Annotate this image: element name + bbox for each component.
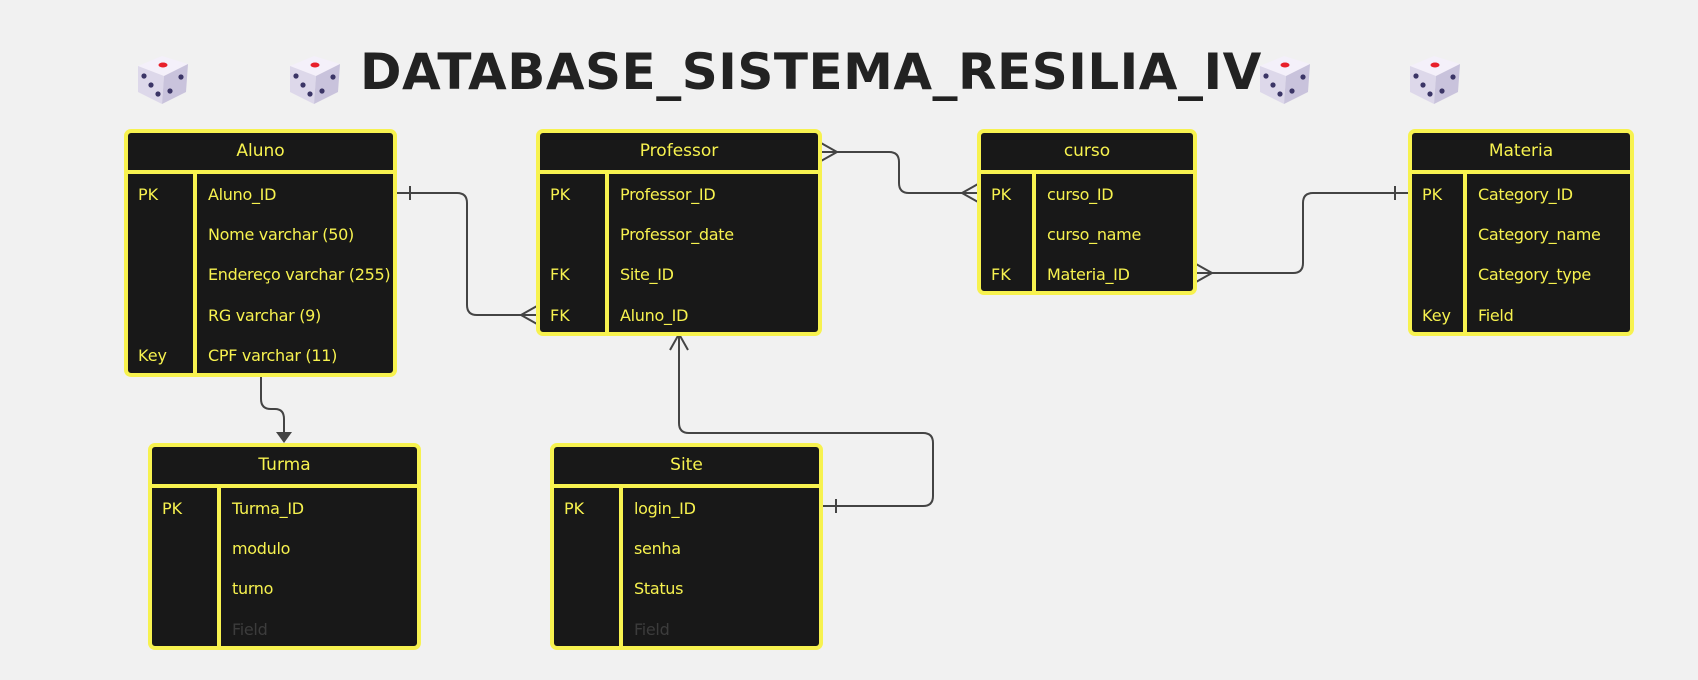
field-name: Status	[634, 579, 684, 599]
key-label: FK	[991, 265, 1011, 285]
field-name: Aluno_ID	[620, 305, 689, 325]
game-die-icon	[1260, 56, 1310, 104]
table-row[interactable]: senha	[554, 528, 819, 568]
connector-professor-site	[678, 334, 934, 507]
connector-aluno-professor	[396, 192, 537, 316]
table-row[interactable]: Status	[554, 569, 819, 609]
column-divider	[193, 174, 197, 373]
table-row[interactable]: FK Aluno_ID	[540, 295, 818, 332]
table-row[interactable]: FK Materia_ID	[981, 255, 1193, 291]
key-label: Key	[138, 346, 168, 366]
field-name: Turma_ID	[232, 498, 304, 518]
table-row[interactable]: PK Turma_ID	[152, 488, 417, 528]
field-name: Field	[1478, 305, 1514, 325]
key-label: PK	[138, 184, 159, 204]
page-title: DATABASE_SISTEMA_RESILIA_IV	[360, 43, 1262, 101]
field-name: Category_type	[1478, 265, 1591, 285]
placeholder-field: Field	[232, 619, 268, 639]
table-row[interactable]: PK login_ID	[554, 488, 819, 528]
entity-curso[interactable]: curso PK curso_ID curso_name FK Materia_ID	[977, 129, 1197, 295]
many-marker	[959, 183, 979, 203]
key-label: FK	[550, 265, 570, 285]
table-row[interactable]: RG varchar (9)	[128, 295, 393, 335]
table-row[interactable]: turno	[152, 569, 417, 609]
field-name: Nome varchar (50)	[208, 225, 354, 245]
table-row[interactable]: Field	[554, 609, 819, 646]
field-name: modulo	[232, 539, 291, 559]
entity-site[interactable]: Site PK login_ID senha Status Field	[550, 443, 823, 650]
column-divider	[1032, 174, 1036, 291]
table-row[interactable]: Professor_date	[540, 214, 818, 254]
key-label: Key	[1422, 305, 1452, 325]
table-row[interactable]: curso_name	[981, 214, 1193, 254]
table-row[interactable]: modulo	[152, 528, 417, 568]
entity-title: curso	[981, 133, 1193, 174]
table-row[interactable]: Category_name	[1412, 214, 1630, 254]
key-label: PK	[550, 184, 571, 204]
connector-aluno-turma	[260, 376, 285, 437]
field-name: Professor_date	[620, 225, 734, 245]
field-name: RG varchar (9)	[208, 305, 321, 325]
entity-turma[interactable]: Turma PK Turma_ID modulo turno Field	[148, 443, 421, 650]
field-name: curso_ID	[1047, 184, 1114, 204]
connector-professor-curso	[821, 151, 978, 194]
table-row[interactable]: Key CPF varchar (11)	[128, 336, 393, 373]
game-die-icon	[138, 56, 188, 104]
placeholder-field: Field	[634, 619, 670, 639]
key-label: PK	[991, 184, 1012, 204]
many-marker	[518, 305, 538, 325]
field-name: Materia_ID	[1047, 265, 1130, 285]
column-divider	[217, 488, 221, 646]
game-die-icon	[290, 56, 340, 104]
key-label: PK	[564, 498, 585, 518]
arrowhead	[276, 432, 292, 443]
field-name: curso_name	[1047, 225, 1142, 245]
key-label: FK	[550, 305, 570, 325]
many-marker	[1195, 263, 1215, 283]
entity-title: Materia	[1412, 133, 1630, 174]
table-row[interactable]: PK Aluno_ID	[128, 174, 393, 214]
field-name: turno	[232, 579, 274, 599]
title-row: DATABASE_SISTEMA_RESILIA_IV	[0, 40, 1698, 120]
table-row[interactable]: FK Site_ID	[540, 255, 818, 295]
table-row[interactable]: Field	[152, 609, 417, 646]
game-die-icon	[1410, 56, 1460, 104]
entity-materia[interactable]: Materia PK Category_ID Category_name Cate…	[1408, 129, 1634, 336]
connector-curso-materia	[1196, 192, 1408, 274]
entity-title: Turma	[152, 447, 417, 488]
field-name: Category_ID	[1478, 184, 1573, 204]
entity-title: Aluno	[128, 133, 393, 174]
column-divider	[605, 174, 609, 332]
field-name: Site_ID	[620, 265, 674, 285]
table-row[interactable]: Key Field	[1412, 295, 1630, 332]
table-row[interactable]: Endereço varchar (255)	[128, 255, 393, 295]
field-name: CPF varchar (11)	[208, 346, 338, 366]
many-marker	[820, 142, 840, 162]
table-row[interactable]: Category_type	[1412, 255, 1630, 295]
field-name: Endereço varchar (255)	[208, 265, 391, 285]
field-name: Professor_ID	[620, 184, 716, 204]
field-name: senha	[634, 539, 681, 559]
entity-title: Professor	[540, 133, 818, 174]
table-row[interactable]: PK curso_ID	[981, 174, 1193, 214]
key-label: PK	[162, 498, 183, 518]
field-name: Category_name	[1478, 225, 1601, 245]
entity-title: Site	[554, 447, 819, 488]
field-name: Aluno_ID	[208, 184, 277, 204]
field-name: login_ID	[634, 498, 696, 518]
key-label: PK	[1422, 184, 1443, 204]
column-divider	[1463, 174, 1467, 332]
entity-aluno[interactable]: Aluno PK Aluno_ID Nome varchar (50) Ender…	[124, 129, 397, 377]
table-row[interactable]: PK Professor_ID	[540, 174, 818, 214]
column-divider	[619, 488, 623, 646]
table-row[interactable]: PK Category_ID	[1412, 174, 1630, 214]
table-row[interactable]: Nome varchar (50)	[128, 214, 393, 254]
